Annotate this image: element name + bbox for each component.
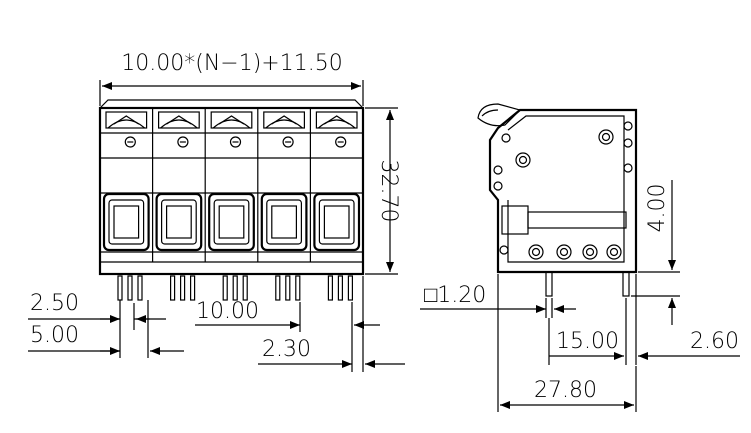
front-cell (309, 108, 361, 262)
pin (127, 275, 133, 301)
screw-icon (177, 136, 189, 148)
pin (232, 275, 238, 301)
wire-entry (155, 192, 203, 252)
pin (222, 275, 228, 301)
pin (295, 275, 301, 301)
overall-width-label: 10.00*(N−1)+11.50 (121, 51, 342, 76)
side-pin-right (622, 271, 630, 297)
pin (275, 275, 281, 301)
pin (285, 275, 291, 301)
side-depth-dimension: 27.80 (497, 274, 637, 412)
side-pin-spacing-label: 15.00 (556, 329, 619, 354)
front-pin-group (275, 275, 301, 301)
overall-width-dimension: 10.00*(N−1)+11.50 (99, 51, 364, 106)
side-depth-label: 27.80 (534, 378, 597, 403)
wire-entry (313, 192, 361, 252)
side-pin-height-label: 2.60 (690, 329, 739, 354)
pin (190, 275, 196, 301)
edge-offset-label: 2.30 (262, 337, 311, 362)
front-pin-group (222, 275, 248, 301)
pin (327, 275, 333, 301)
pin-square-label: □1.20 (424, 283, 486, 308)
front-cells (102, 108, 361, 262)
wire-entry (260, 192, 308, 252)
pin-row-spacing-label: 5.00 (30, 323, 79, 348)
pin (242, 275, 248, 301)
pin-pitch-small-label: 2.50 (30, 291, 79, 316)
front-cell (102, 111, 150, 252)
pin (180, 275, 186, 301)
front-body-outline (98, 106, 365, 276)
side-pin-spacing-dimension: 15.00 2.60 (548, 274, 740, 365)
height-label: 32.70 (376, 160, 401, 223)
pin (137, 275, 143, 301)
front-pin-group (117, 275, 143, 301)
pin (337, 275, 343, 301)
side-height-label: 4.00 (645, 184, 670, 233)
side-height-dimension: 4.00 (631, 180, 680, 325)
wire-entry (208, 192, 255, 252)
pin (117, 275, 123, 301)
front-pins (117, 275, 353, 301)
pin (347, 275, 353, 301)
pin (170, 275, 176, 301)
screw-icon (335, 136, 347, 148)
pitch-label: 10.00 (196, 299, 259, 324)
front-view (98, 99, 365, 301)
pin-square-dimension: □1.20 (420, 283, 576, 318)
side-view (477, 103, 638, 297)
front-pin-group (170, 275, 196, 301)
screw-icon (229, 136, 242, 148)
front-cell (204, 108, 255, 262)
screw-icon (282, 136, 294, 148)
screw-icon (124, 136, 136, 148)
front-cell (257, 108, 308, 262)
pitch-dimension: 10.00 (195, 299, 380, 372)
front-cell (152, 108, 203, 262)
edge-offset-dimension: 2.30 (258, 276, 405, 372)
pin-pitch-dimensions: 2.50 5.00 (28, 291, 184, 358)
front-pin-group (327, 275, 353, 301)
side-pin-left (545, 271, 553, 297)
height-dimension: 32.70 (365, 107, 401, 275)
side-body-outline (488, 108, 638, 274)
wire-entry (102, 192, 150, 252)
